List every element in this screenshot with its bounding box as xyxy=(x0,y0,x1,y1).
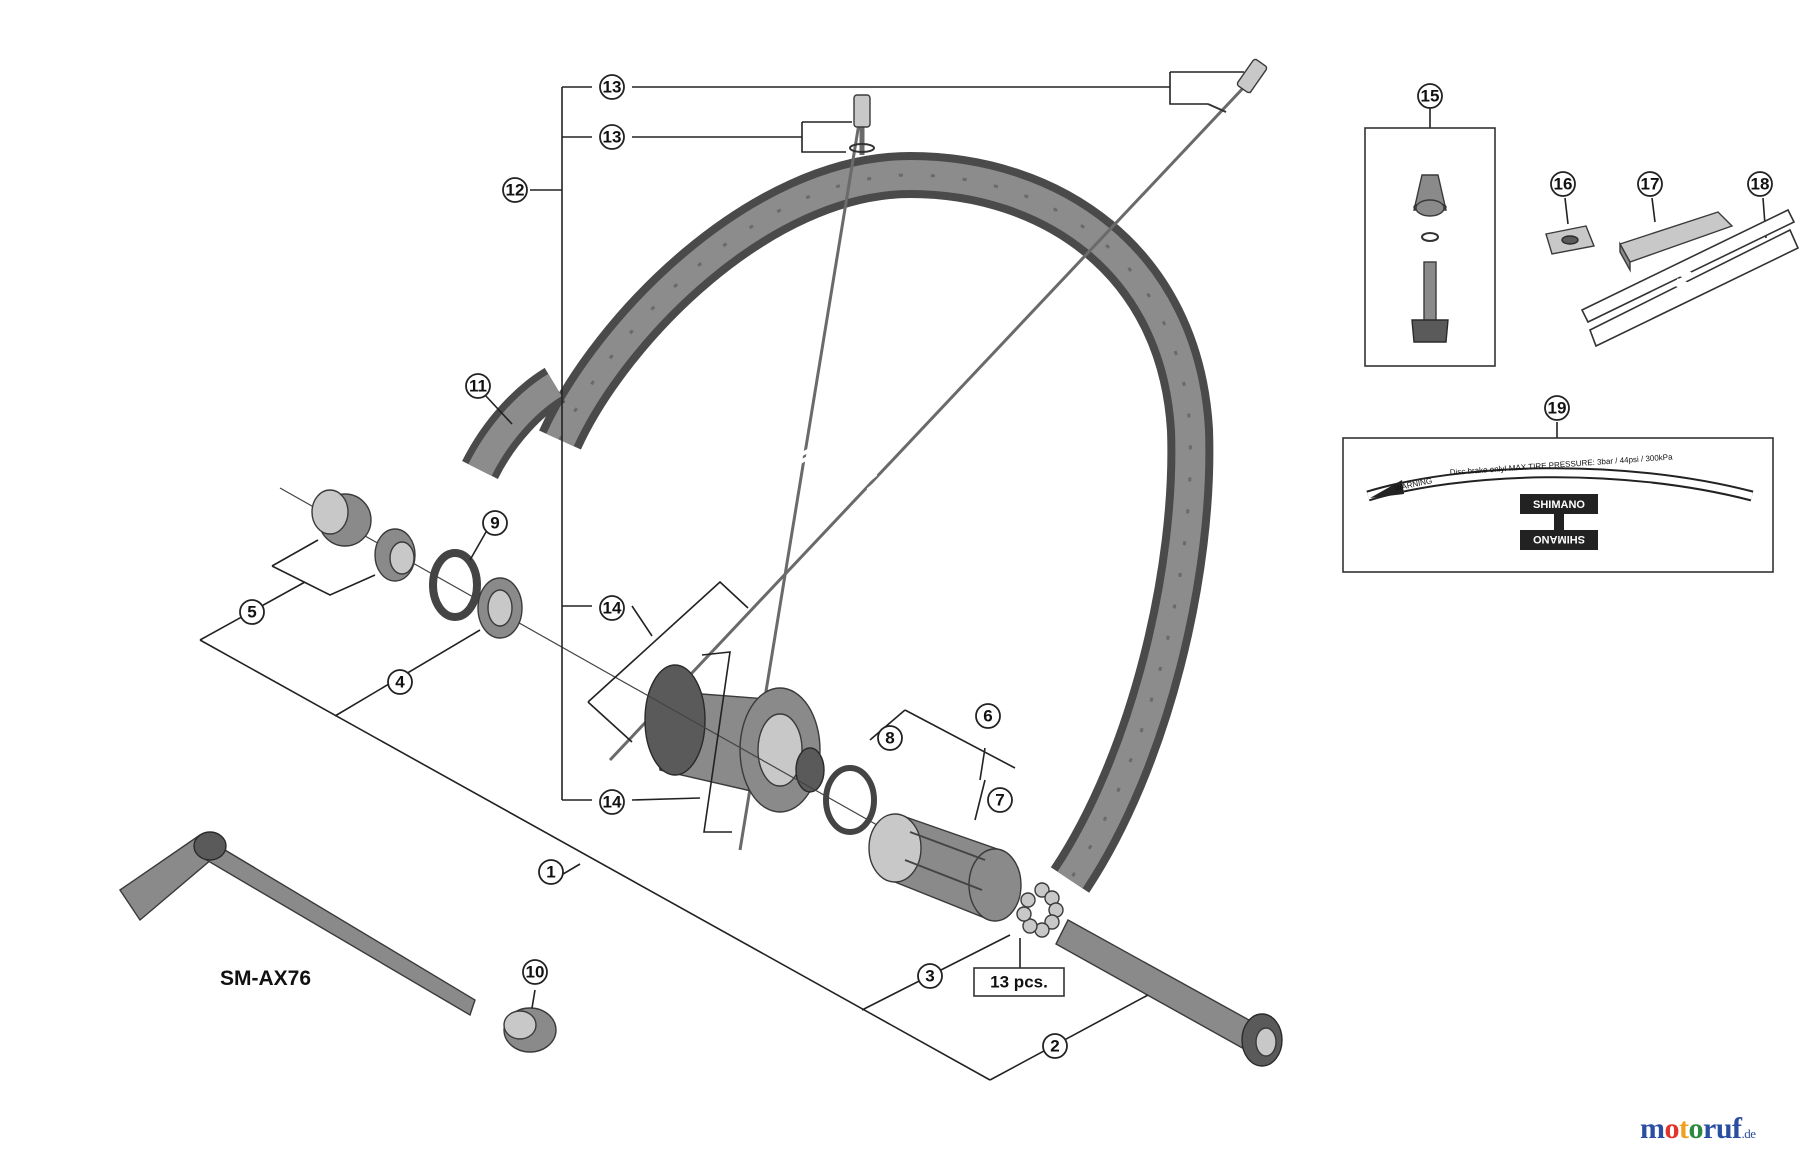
watermark-o1: o xyxy=(1664,1112,1680,1145)
callout-2-text: 2 xyxy=(1050,1037,1059,1056)
callout-5: 5 xyxy=(239,599,265,625)
callout-1: 1 xyxy=(538,859,564,885)
watermark-m: m xyxy=(1640,1112,1665,1145)
callout-16-text: 16 xyxy=(1554,175,1573,194)
callout-17-text: 17 xyxy=(1641,175,1660,194)
thru-axle xyxy=(119,831,476,1017)
callout-7-text: 7 xyxy=(995,791,1004,810)
callout-18-text: 18 xyxy=(1751,175,1770,194)
washer xyxy=(429,549,481,621)
callout-6: 6 xyxy=(975,703,1001,729)
freehub-body xyxy=(868,813,1022,922)
callout-14-upper-text: 14 xyxy=(603,599,622,618)
callout-13-lower: 13 xyxy=(599,124,625,150)
watermark-o2: o xyxy=(1688,1112,1704,1145)
callout-9-text: 9 xyxy=(490,514,499,533)
rim-section xyxy=(462,367,566,480)
watermark-ruf: ruf xyxy=(1703,1112,1742,1145)
leader-lines xyxy=(199,71,1767,1081)
callout-19: 19 xyxy=(1544,395,1570,421)
callout-16: 16 xyxy=(1550,171,1576,197)
callout-11: 11 xyxy=(465,373,491,399)
callout-8: 8 xyxy=(877,725,903,751)
model-label: SM-AX76 xyxy=(220,967,311,990)
callout-15-text: 15 xyxy=(1421,87,1440,106)
callout-4: 4 xyxy=(387,669,413,695)
hub-axle xyxy=(1055,919,1283,1067)
callout-11-text: 11 xyxy=(469,377,487,396)
callout-14-lower-text: 14 xyxy=(603,793,622,812)
sticker-logo-bottom: SHIMANO xyxy=(1533,533,1585,545)
rim-tape xyxy=(1580,208,1800,348)
callout-14-lower: 14 xyxy=(599,789,625,815)
watermark-tld: .de xyxy=(1741,1126,1757,1141)
valve-box xyxy=(1364,127,1496,367)
callout-13-upper-text: 13 xyxy=(603,78,622,97)
callout-12: 12 xyxy=(502,177,528,203)
callout-10-text: 10 xyxy=(526,963,545,982)
callout-5-text: 5 xyxy=(247,603,256,622)
callout-13-lower-text: 13 xyxy=(603,128,622,147)
callout-10: 10 xyxy=(522,959,548,985)
lock-nut xyxy=(374,528,416,582)
watermark-t: t xyxy=(1679,1112,1689,1145)
callout-18: 18 xyxy=(1747,171,1773,197)
callout-13-upper: 13 xyxy=(599,74,625,100)
bearing-ring xyxy=(477,577,523,639)
quantity-box: 13 pcs. xyxy=(973,938,1065,997)
steel-balls xyxy=(1016,882,1064,938)
callout-17: 17 xyxy=(1637,171,1663,197)
callout-14-upper: 14 xyxy=(599,595,625,621)
sticker-logo-top: SHIMANO xyxy=(1533,499,1585,511)
callout-8-text: 8 xyxy=(885,729,894,748)
callout-12-text: 12 xyxy=(506,181,525,200)
callout-1-text: 1 xyxy=(546,863,555,882)
callout-4-text: 4 xyxy=(395,673,405,692)
callout-6-text: 6 xyxy=(983,707,992,726)
callout-3-text: 3 xyxy=(925,967,934,986)
watermark-logo: motoruf.de xyxy=(1640,1112,1756,1146)
callout-15: 15 xyxy=(1417,83,1443,109)
hub-body xyxy=(644,664,825,813)
callout-3: 3 xyxy=(917,963,943,989)
quantity-label: 13 pcs. xyxy=(990,973,1048,992)
hub-cover xyxy=(311,489,372,547)
callout-19-text: 19 xyxy=(1548,399,1567,418)
spoke-nipples xyxy=(849,58,1268,153)
sticker-box xyxy=(1342,437,1774,573)
o-ring xyxy=(823,765,877,835)
callout-2: 2 xyxy=(1042,1033,1068,1059)
callout-9: 9 xyxy=(482,510,508,536)
axle-nut xyxy=(503,1007,557,1053)
spoke-wrench xyxy=(1618,211,1734,273)
valve-nut xyxy=(1545,225,1595,255)
callout-7: 7 xyxy=(987,787,1013,813)
rim xyxy=(539,151,1214,893)
